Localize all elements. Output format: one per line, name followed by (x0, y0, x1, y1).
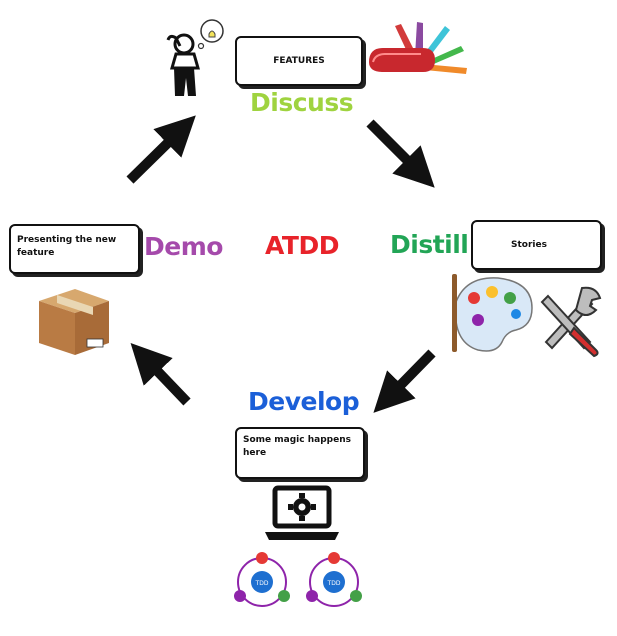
tdd-label-right: TDD (327, 580, 341, 587)
demo-note-text: Presenting the new feature (17, 235, 117, 258)
laptop-gear-icon (265, 485, 339, 540)
cardboard-box-icon (39, 289, 109, 355)
distill-note-text: Stories (511, 240, 547, 250)
discuss-note-box: FEATURES (235, 36, 363, 86)
phase-demo-label: Demo (144, 232, 223, 261)
discuss-note-text: FEATURES (273, 56, 325, 66)
develop-note-box: Some magic happens here (235, 427, 365, 479)
center-label-atdd: ATDD (265, 231, 339, 260)
phase-develop-label: Develop (248, 387, 360, 416)
distill-note-box: Stories (471, 220, 602, 270)
arrow-discuss-to-distill (366, 119, 435, 188)
thinking-person-icon (166, 19, 224, 96)
arrow-demo-to-discuss (126, 115, 196, 184)
develop-note-text: Some magic happens here (243, 435, 351, 458)
tdd-cycle-icon-left: TDD (234, 552, 290, 607)
tdd-label-left: TDD (255, 580, 269, 587)
demo-note-box: Presenting the new feature (9, 224, 140, 274)
paint-palette-icon (452, 274, 533, 352)
phase-distill-label: Distill (390, 230, 469, 259)
swiss-knife-icon (369, 22, 467, 74)
phase-discuss-label: Discuss (250, 88, 354, 117)
tdd-cycle-icon-right: TDD (306, 552, 362, 607)
arrow-distill-to-develop (373, 349, 436, 413)
tools-icon (540, 286, 602, 358)
arrow-develop-to-demo (130, 342, 191, 406)
